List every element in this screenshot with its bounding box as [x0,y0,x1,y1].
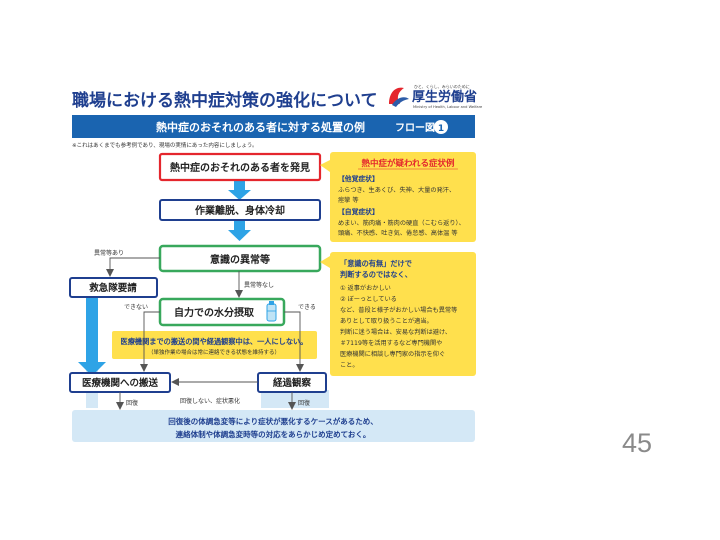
water-bottle-icon [266,301,277,322]
label-can: できる [298,304,316,311]
footer-box [72,410,475,442]
connector-lines [106,257,322,410]
symptoms-other-line-1: ふらつき、生あくび、失神、大量の発汗、 [338,186,455,194]
reference-note: ※これはあくまでも参考例であり、現場の実情にあった内容にしましょう。 [72,141,258,149]
arrow-down-to-transport [78,296,106,376]
self-hydrate-text: 自力での水分摂取 [174,306,255,319]
footer-line-2: 連絡体制や体調急変時等の対応をあらかじめ定めておく。 [176,429,371,439]
line-abnormal-yes [106,257,160,277]
judgment-box [330,252,476,376]
arrow-down-2 [228,220,251,241]
recovery-panel-right [261,390,329,408]
consciousness-text: 意識の異常等 [210,253,270,266]
judgment-line-7: 判断に迷う場合は、安易な判断は避け、 [340,328,451,336]
logo-english: Ministry of Health, Labour and Welfare [413,105,483,109]
judgment-line-2: 判断するのではなく、 [340,270,412,279]
discover-text: 熱中症のおそれのある者を発見 [170,161,310,174]
judgment-line-5: など、普段と様子がおかしい場合も異常等 [340,306,457,314]
observe-text: 経過観察 [273,377,312,389]
mhlw-logo: ひと、くらし、みらいのために 厚生労働省 Ministry of Health,… [389,83,483,109]
judgment-pointer [320,256,330,268]
logo-mark-icon [389,87,404,104]
label-no-recovery: 回復しない、症状悪化 [180,397,240,405]
arrow-down-1 [228,181,251,200]
symptoms-self-heading: 【自覚症状】 [338,207,379,216]
not-alone-box [112,331,317,359]
judgment-line-9: 医療機関に相談し専門家の指示を仰ぐ [340,350,445,358]
stop-work-text: 作業離脱、身体冷却 [195,204,285,217]
symptoms-other-line-2: 痙攣 等 [338,196,359,204]
stop-work-box [159,199,321,221]
line-can [284,311,304,372]
judgment-line-1: 「意識の有無」だけで [340,259,412,268]
flow-number: 1 [438,124,444,134]
judgment-line-3: ① 返事がおかしい [340,284,391,292]
symptoms-pointer [320,160,330,172]
banner [72,115,475,138]
symptoms-other-heading: 【他覚症状】 [338,174,379,183]
symptoms-self-line-2: 頭痛、不快感、吐き気、倦怠感、高体温 等 [338,229,458,237]
banner-text: 熱中症のおそれのある者に対する処置の例 [156,120,365,134]
line-cannot [140,311,160,372]
logo-tagline: ひと、くらし、みらいのために [414,83,470,89]
label-abnormal-no: 異常等なし [244,281,274,289]
not-alone-sub: （単独作業の場合は常に連絡できる状態を維持する） [148,348,280,356]
ambulance-text: 救急隊要請 [89,282,137,294]
symptoms-title: 熱中症が疑われる症状例 [361,158,455,169]
page-number: 45 [622,428,653,458]
label-cannot: できない [124,304,148,311]
footer-line-1: 回復後の体調急変等により症状が悪化するケースがあるため、 [168,416,377,426]
discover-box [158,152,322,182]
judgment-line-4: ② ぼーっとしている [340,296,397,303]
logo-name: 厚生労働省 [412,89,477,105]
judgment-line-10: こと。 [340,362,359,369]
ambulance-box [69,277,158,298]
not-alone-main: 医療機関までの搬送の間や経過観察中は、一人にしない。 [121,337,308,346]
judgment-line-6: ありとして取り扱うことが適当。 [340,317,433,325]
symptoms-self-line-1: めまい、筋肉痛・筋肉の硬直（こむら返り）、 [338,219,465,227]
slide-title: 職場における熱中症対策の強化について [72,90,378,111]
label-recovery-right: 回復 [298,399,310,407]
consciousness-box [158,244,322,273]
judgment-line-8: ＃7119等を活用するなど専門機関や [340,339,442,347]
symptoms-box [330,152,476,242]
transport-text: 医療機関への搬送 [82,377,159,389]
label-recovery-left: 回復 [126,399,138,407]
banner-flow-label: フロー図 [395,122,435,134]
label-abnormal-yes: 異常等あり [94,249,124,257]
main-flow-arrows [78,181,251,376]
flow-number-badge [434,120,448,134]
